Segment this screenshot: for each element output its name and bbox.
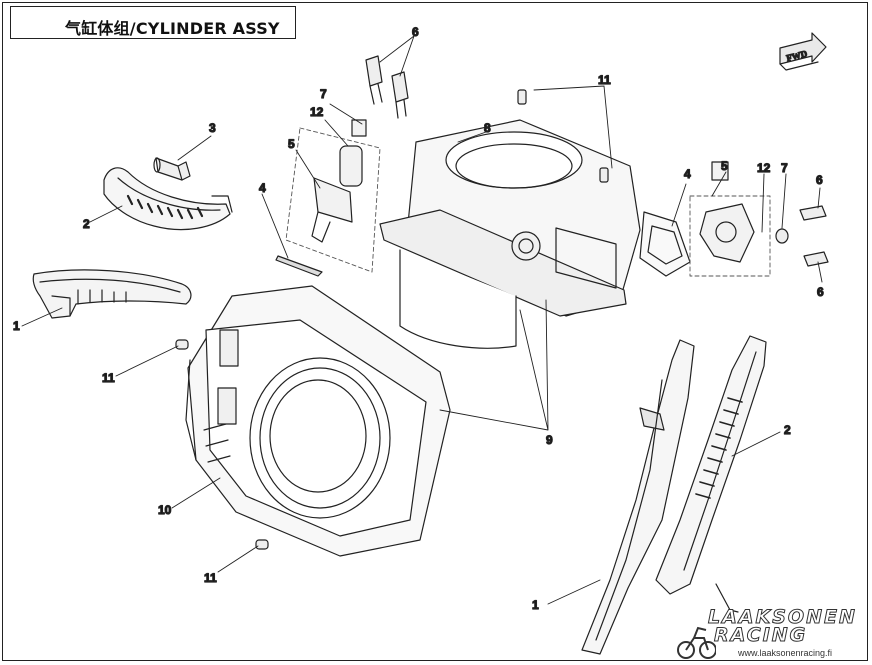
watermark-line2: RACING xyxy=(713,624,808,647)
tensioner-left-part xyxy=(311,119,367,243)
bolts-top-part xyxy=(365,55,409,119)
callout-9: 9 xyxy=(546,433,553,447)
chain-guide-long-part xyxy=(581,339,695,655)
pin-part xyxy=(153,157,191,181)
dowel-pins-left-part xyxy=(175,339,269,550)
callout-2-left: 2 xyxy=(83,217,90,231)
fwd-arrow-icon: FWD xyxy=(779,32,827,71)
cylinder-block-part xyxy=(185,285,451,557)
watermark-line1: LAAKSONEN xyxy=(708,606,857,629)
callout-4-left: 4 xyxy=(259,181,266,195)
callout-5-left: 5 xyxy=(288,137,295,151)
callout-6-right-top: 6 xyxy=(816,173,823,187)
washer-right-part xyxy=(775,228,789,244)
callout-7-left: 7 xyxy=(320,87,327,101)
gasket-left-part xyxy=(275,255,323,277)
chain-guide-left-part xyxy=(32,269,192,319)
dowel-pins-top-part xyxy=(517,89,609,183)
callout-11-left: 11 xyxy=(102,371,115,385)
cylinder-head-part xyxy=(379,119,641,349)
tensioner-guide-long-part xyxy=(655,335,767,613)
callout-8: 8 xyxy=(484,121,491,135)
page-title: 气缸体组/CYLINDER ASSY xyxy=(65,19,280,38)
callout-1-left: 1 xyxy=(13,319,20,333)
motorcycle-icon xyxy=(677,626,716,659)
callout-7-right: 7 xyxy=(781,161,788,175)
callout-3: 3 xyxy=(209,121,216,135)
callout-5-right: 5 xyxy=(721,159,728,173)
tensioner-right-part xyxy=(699,161,755,263)
leader-lines xyxy=(21,35,823,605)
callout-11-bottom: 11 xyxy=(204,571,217,585)
callout-11-top: 11 xyxy=(598,73,611,87)
callout-4-right: 4 xyxy=(684,167,691,181)
callout-2-right: 2 xyxy=(784,423,791,437)
title-box: 气缸体组/CYLINDER ASSY xyxy=(10,6,296,39)
callout-6-right-bottom: 6 xyxy=(817,285,824,299)
callout-12-right: 12 xyxy=(757,161,771,175)
callout-10: 10 xyxy=(158,503,172,517)
bolts-right-part xyxy=(799,205,829,267)
gasket-right-part xyxy=(639,211,691,277)
callout-1-bottom: 1 xyxy=(532,598,539,612)
watermark-url: www.laaksonenracing.fi xyxy=(738,648,833,658)
tensioner-guide-left-part xyxy=(103,167,233,231)
callout-6-top: 6 xyxy=(412,25,419,39)
callout-12-left: 12 xyxy=(310,105,324,119)
watermark-logo: LAAKSONEN RACING www.laaksonenracing.fi xyxy=(676,606,866,662)
